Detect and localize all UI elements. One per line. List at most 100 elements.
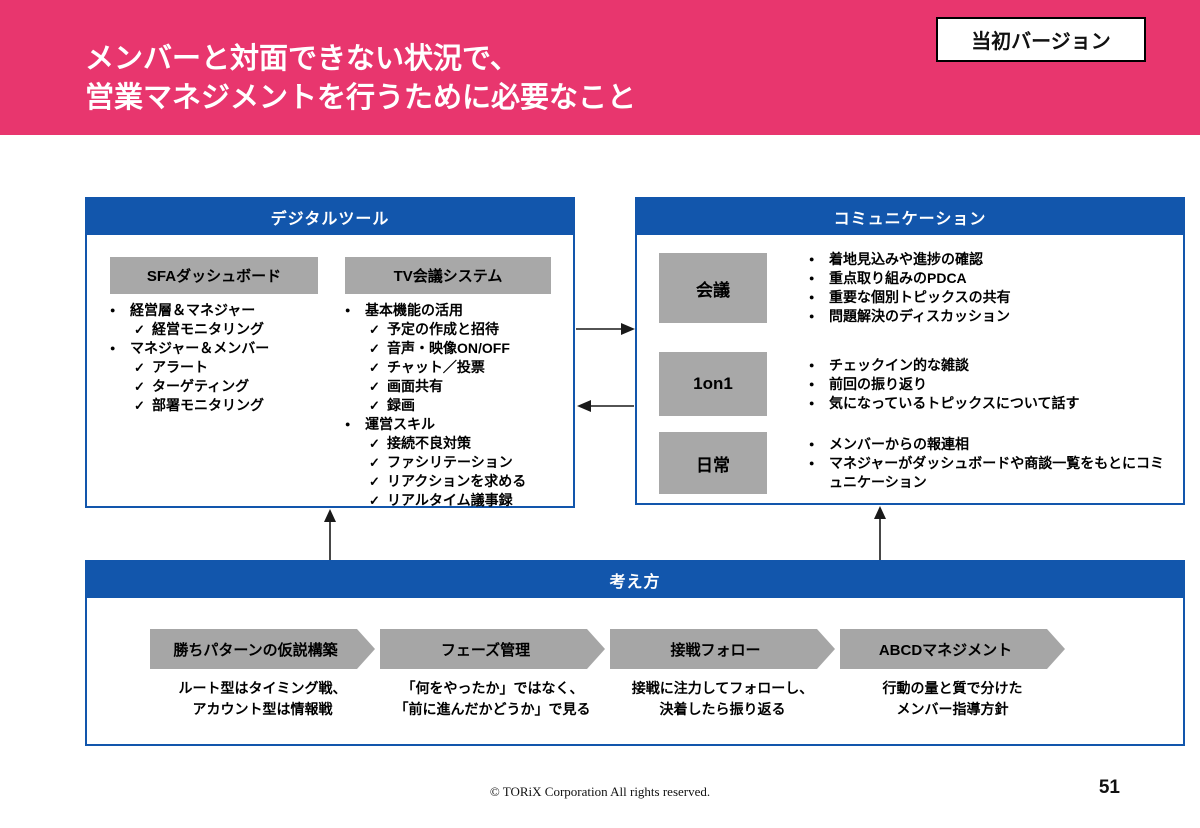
step-win-pattern: 勝ちパターンの仮説構築 bbox=[150, 629, 375, 669]
list-item-text: マネジャーがダッシュボードや商談一覧をもとにコミュニケーション bbox=[829, 454, 1165, 490]
check-icon: ✓ bbox=[369, 360, 380, 375]
list-item: ● 経営層＆マネジャー bbox=[110, 301, 325, 320]
list-item-text: 音声・映像ON/OFF bbox=[387, 340, 510, 356]
list-item-text: チェックイン的な雑談 bbox=[829, 356, 969, 373]
list-item: ✓ 経営モニタリング bbox=[110, 320, 325, 339]
list-item: ● 重点取り組みのPDCA bbox=[809, 269, 1171, 288]
list-item-text: アラート bbox=[152, 359, 208, 375]
digital-tools-panel-title: デジタルツール bbox=[87, 199, 573, 235]
check-icon: ✓ bbox=[369, 493, 380, 508]
list-item-text: 着地見込みや進捗の確認 bbox=[829, 251, 983, 267]
list-item-text: メンバーからの報連相 bbox=[829, 435, 969, 452]
arrow-thinking-to-comm-icon bbox=[874, 506, 886, 560]
list-item: ✓接続不良対策 bbox=[345, 434, 560, 453]
arrow-comm-to-digital-icon bbox=[577, 400, 634, 412]
check-icon: ✓ bbox=[369, 474, 380, 489]
bullet-icon: ● bbox=[809, 438, 815, 449]
communication-panel-title: コミュニケーション bbox=[637, 199, 1183, 235]
one-on-one-list: ● チェックイン的な雑談 ● 前回の振り返り ● 気になっているトピックスについて話す bbox=[809, 356, 1171, 413]
list-item-text: 気になっているトピックスについて話す bbox=[829, 394, 1080, 411]
check-icon: ✓ bbox=[369, 398, 380, 413]
list-item: ● 運営スキル bbox=[345, 415, 560, 434]
daily-row: 日常 ● メンバーからの報連相 ● マネジャーがダッシュボードや商談一覧をもとにコミュ… bbox=[659, 432, 1171, 494]
page-title-line1: メンバーと対面できない状況で、 bbox=[85, 43, 519, 75]
list-item-text: ファシリテーション bbox=[387, 454, 513, 470]
list-item: ●マネジャー＆メンバー bbox=[110, 339, 325, 358]
list-item: ✓ 録画 bbox=[345, 396, 560, 415]
list-item: ✓ 画面共有 bbox=[345, 377, 560, 396]
thinking-panel: 考え方 勝ちパターンの仮説構築 フェーズ管理 接戦フォロー ABCDマネジメント… bbox=[85, 560, 1185, 746]
list-item-text: 基本機能の活用 bbox=[365, 302, 463, 318]
check-icon: ✓ bbox=[369, 341, 380, 356]
list-item: ✓部署モニタリング bbox=[110, 396, 325, 415]
daily-list: ● メンバーからの報連相 ● マネジャーがダッシュボードや商談一覧をもとにコミュニケー… bbox=[809, 435, 1171, 492]
arrow-digital-to-comm-icon bbox=[576, 323, 635, 335]
list-item: ✓リアルタイム議事録 bbox=[345, 491, 560, 510]
bullet-icon: ● bbox=[809, 273, 815, 283]
list-item: ● 前回の振り返り bbox=[809, 375, 1171, 394]
list-item: ● マネジャーがダッシュボードや商談一覧をもとにコミュニケーション bbox=[809, 454, 1171, 492]
digital-tools-panel: デジタルツール SFAダッシュボード TV会議システム ●経営層＆マネジャー✓経… bbox=[85, 197, 575, 508]
check-icon: ✓ bbox=[134, 398, 145, 413]
check-icon: ✓ bbox=[369, 379, 380, 394]
list-item: ● 気になっているトピックスについて話す bbox=[809, 394, 1171, 413]
list-item-text: 画面共有 bbox=[387, 378, 443, 394]
list-item-text: マネジャー＆メンバー bbox=[130, 340, 270, 356]
tv-conference-list: ●基本機能の活用✓予定の作成と招待✓音声・映像ON/OFF✓チャット／投票✓画面… bbox=[345, 301, 560, 510]
bullet-icon: ● bbox=[345, 419, 351, 429]
list-item-text: 経営層＆マネジャー bbox=[130, 302, 256, 318]
list-item-text: 問題解決のディスカッション bbox=[829, 308, 1011, 324]
list-item: ● メンバーからの報連相 bbox=[809, 435, 1171, 454]
bullet-icon: ● bbox=[809, 397, 815, 408]
bullet-icon: ● bbox=[809, 457, 815, 468]
list-item-text: 重要な個別トピックスの共有 bbox=[829, 289, 1011, 305]
step-phase-management-desc: 「何をやったか」ではなく、 「前に進んだかどうか」で見る bbox=[394, 680, 591, 717]
one-on-one-label: 1on1 bbox=[659, 352, 767, 416]
list-item: ✓ リアクションを求める bbox=[345, 472, 560, 491]
list-item-text: 録画 bbox=[387, 397, 415, 413]
bullet-icon: ● bbox=[345, 305, 351, 315]
daily-label: 日常 bbox=[659, 432, 767, 494]
step-close-contest-follow: 接戦フォロー bbox=[610, 629, 835, 669]
list-item: ✓ 音声・映像ON/OFF bbox=[345, 339, 560, 358]
step-phase-management: フェーズ管理 bbox=[380, 629, 605, 669]
step-abcd-management-desc: 行動の量と質で分けた メンバー指導方針 bbox=[882, 680, 1023, 717]
list-item: ✓ ターゲティング bbox=[110, 377, 325, 396]
one-on-one-row: 1on1 ● チェックイン的な雑談 ● 前回の振り返り ● 気になっているトピックスについ… bbox=[659, 352, 1171, 416]
step-close-contest-follow-desc: 接戦に注力してフォローし、 決着したら振り返る bbox=[631, 680, 814, 717]
thinking-panel-title: 考え方 bbox=[87, 562, 1183, 598]
bullet-icon: ● bbox=[809, 254, 815, 264]
list-item-text: 接続不良対策 bbox=[387, 435, 471, 451]
step-win-pattern-desc: ルート型はタイミング戦、 アカウント型は情報戦 bbox=[178, 680, 347, 717]
sfa-dashboard-header: SFAダッシュボード bbox=[110, 257, 318, 294]
version-badge: 当初バージョン bbox=[936, 17, 1146, 62]
check-icon: ✓ bbox=[369, 322, 380, 337]
list-item-text: 予定の作成と招待 bbox=[387, 321, 499, 337]
list-item-text: ターゲティング bbox=[152, 378, 250, 394]
list-item-text: 経営モニタリング bbox=[152, 321, 264, 337]
list-item-text: 前回の振り返り bbox=[829, 375, 927, 392]
list-item: ● チェックイン的な雑談 bbox=[809, 356, 1171, 375]
list-item: ✓ アラート bbox=[110, 358, 325, 377]
meeting-label: 会議 bbox=[659, 253, 767, 323]
check-icon: ✓ bbox=[134, 322, 145, 337]
bullet-icon: ● bbox=[809, 311, 815, 321]
list-item-text: 重点取り組みのPDCA bbox=[829, 270, 967, 286]
list-item-text: リアクションを求める bbox=[387, 473, 527, 489]
page-title: メンバーと対面できない状況で、 営業マネジメントを行うために必要なこと bbox=[85, 40, 636, 118]
list-item: ✓チャット／投票 bbox=[345, 358, 560, 377]
copyright-text: © TORiX Corporation All rights reserved. bbox=[489, 784, 711, 799]
list-item-text: 運営スキル bbox=[365, 416, 435, 432]
check-icon: ✓ bbox=[369, 455, 380, 470]
bullet-icon: ● bbox=[809, 378, 815, 389]
list-item: ✓ 予定の作成と招待 bbox=[345, 320, 560, 339]
check-icon: ✓ bbox=[134, 360, 145, 375]
list-item: ● 問題解決のディスカッション bbox=[809, 307, 1171, 326]
meeting-row: 会議 ● 着地見込みや進捗の確認 ● 重点取り組みのPDCA ● 重要な個別トピックスの共… bbox=[659, 250, 1171, 326]
arrow-thinking-to-digital-icon bbox=[324, 509, 336, 560]
bullet-icon: ● bbox=[809, 292, 815, 302]
bullet-icon: ● bbox=[110, 305, 116, 315]
check-icon: ✓ bbox=[134, 379, 145, 394]
bullet-icon: ● bbox=[809, 359, 815, 370]
list-item: ● 着地見込みや進捗の確認 bbox=[809, 250, 1171, 269]
